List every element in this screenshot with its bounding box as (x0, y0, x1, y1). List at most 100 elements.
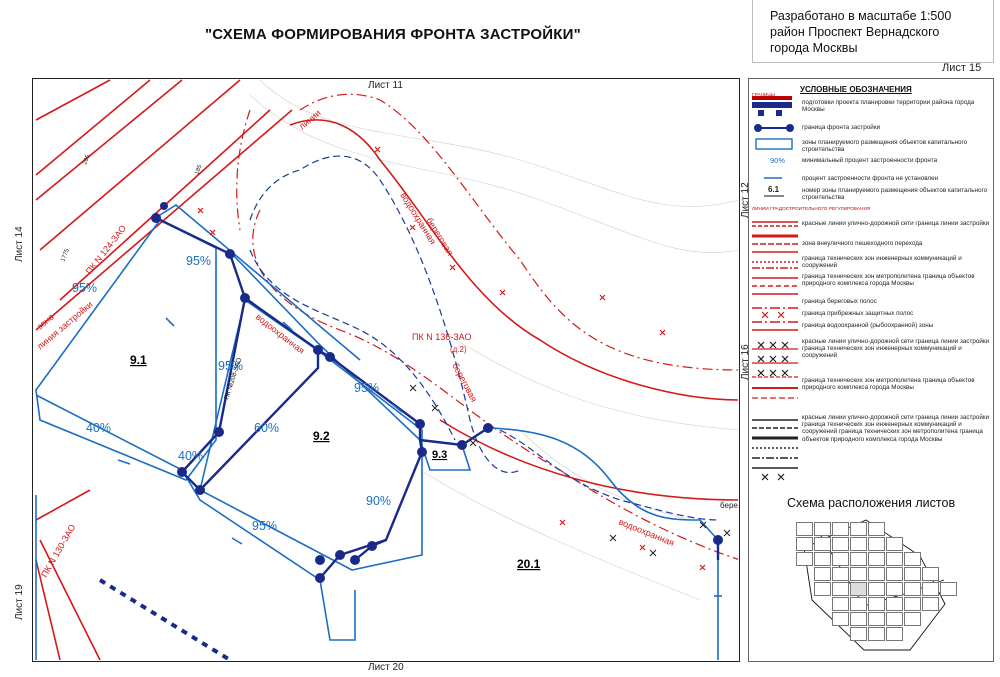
map-annotations: 9.1 9.2 9.3 20.1 95% 95% 95% 95% 95% 40%… (35, 108, 741, 579)
mini-sheet[interactable] (832, 522, 849, 536)
mini-sheet[interactable] (832, 612, 849, 626)
mini-sheet[interactable] (850, 612, 867, 626)
pct-60: 60% (254, 421, 279, 435)
mini-sheet[interactable] (832, 597, 849, 611)
mini-sheet[interactable] (940, 582, 957, 596)
cross-marks (409, 384, 731, 557)
legend-symbols (752, 96, 946, 651)
legend-item-pedestrian: зона внеуличного пешеходного перехода (802, 240, 923, 247)
legend-item-zone-number: номер зоны планируемого размещения объек… (802, 187, 988, 202)
mini-sheet[interactable] (922, 582, 939, 596)
mini-sheet[interactable] (886, 537, 903, 551)
scale-line-3: города Москвы (770, 41, 858, 55)
mini-sheet[interactable] (886, 552, 903, 566)
mini-sheet[interactable] (868, 537, 885, 551)
mini-sheet[interactable] (868, 522, 885, 536)
mini-sheet[interactable] (814, 522, 831, 536)
pct-95-b: 95% (186, 254, 211, 268)
mini-sheet[interactable] (832, 552, 849, 566)
page-title: "СХЕМА ФОРМИРОВАНИЯ ФРОНТА ЗАСТРОЙКИ" (205, 26, 581, 43)
zone-label-91: 9.1 (130, 353, 147, 367)
legend-item-red-lines: красные линии улично-дорожной сети грани… (802, 220, 990, 227)
sheet-bottom-label[interactable]: Лист 20 (368, 662, 404, 673)
legend-item-group-3: граница технических зон метрополитена гр… (802, 377, 975, 392)
legend-item-metro-nature: граница технических зон метрополитена гр… (802, 273, 975, 288)
mini-sheet[interactable] (814, 537, 831, 551)
zone-tick-marks (117, 317, 722, 597)
mini-sheet[interactable] (922, 597, 939, 611)
mini-sheet-current[interactable] (850, 582, 867, 596)
mini-sheet[interactable] (904, 597, 921, 611)
mini-sheet[interactable] (796, 537, 813, 551)
mini-sheet[interactable] (850, 567, 867, 581)
mini-sheet[interactable] (796, 522, 813, 536)
mini-sheet[interactable] (904, 612, 921, 626)
mini-sheet[interactable] (886, 627, 903, 641)
mini-sheet[interactable] (886, 567, 903, 581)
map-frame (32, 78, 740, 662)
mini-sheet[interactable] (868, 597, 885, 611)
mini-sheet[interactable] (886, 582, 903, 596)
mini-sheet[interactable] (796, 552, 813, 566)
zone-label-92: 9.2 (313, 429, 330, 443)
mini-sheet[interactable] (922, 567, 939, 581)
mini-sheet[interactable] (868, 612, 885, 626)
sheet-layout-title: Схема расположения листов (787, 496, 956, 510)
pct-90: 90% (366, 494, 391, 508)
mini-sheet[interactable] (814, 567, 831, 581)
legend-item-min-pct: минимальный процент застроенности фронта (802, 157, 938, 164)
legend-sub-lines: ЛИНИИ ГРАДОСТРОИТЕЛЬНОГО РЕГУЛИРОВАНИЯ (752, 206, 871, 211)
build-front-points[interactable] (151, 202, 723, 583)
pct-95-c: 95% (218, 359, 243, 373)
dim-label-2: 285 (82, 154, 92, 166)
legend-item-pct-none: процент застроенности фронта не установл… (802, 175, 939, 182)
legend-item-build-front: граница фронта застройки (802, 124, 881, 131)
legend-item-water-zone: граница водоохранной (рыбоохранной) зоны (802, 322, 934, 329)
mini-sheet[interactable] (850, 552, 867, 566)
red-lines-street (35, 79, 293, 660)
bottom-road-line (98, 578, 232, 660)
mini-sheet[interactable] (904, 567, 921, 581)
legend-item-tech-zones: граница технических зон инженерных комму… (802, 255, 962, 270)
mini-sheet[interactable] (832, 567, 849, 581)
legend-item-group-2: красные линии улично-дорожной сети грани… (802, 338, 990, 360)
mini-sheet[interactable] (850, 627, 867, 641)
legend-sub-boundaries: ГРАНИЦЫ (752, 92, 776, 97)
pct-40-a: 40% (86, 421, 111, 435)
mini-sheet[interactable] (814, 552, 831, 566)
mini-sheet[interactable] (886, 612, 903, 626)
legend-item-shore-strips: граница береговых полос (802, 298, 877, 305)
mini-sheet[interactable] (814, 582, 831, 596)
current-sheet-label: Лист 15 (942, 62, 982, 74)
mini-sheet[interactable] (868, 567, 885, 581)
mini-sheet[interactable] (868, 627, 885, 641)
mini-sheet[interactable] (868, 552, 885, 566)
legend-frame (748, 78, 994, 662)
legend-item-project-boundary: подготовки проекта планировки территории… (802, 99, 975, 114)
bereg-label-3: берег (720, 501, 741, 510)
mini-sheet[interactable] (904, 582, 921, 596)
dim-label-3: 1775 (60, 248, 71, 263)
mini-sheet[interactable] (904, 552, 921, 566)
scale-line-1: Разработано в масштабе 1:500 (770, 9, 952, 23)
legend-title: УСЛОВНЫЕ ОБОЗНАЧЕНИЯ (800, 85, 912, 94)
mini-sheet[interactable] (868, 582, 885, 596)
mini-sheet[interactable] (850, 537, 867, 551)
red-protection-lines (236, 93, 738, 560)
mini-sheet[interactable] (832, 582, 849, 596)
legend-pct-sample: 90% (770, 156, 786, 165)
legend-zone-sample: 6.1 (768, 185, 780, 194)
pct-40-b: 40% (178, 449, 203, 463)
blue-water-boundary (249, 155, 721, 521)
pct-95-a: 95% (72, 281, 97, 295)
mini-sheet[interactable] (832, 537, 849, 551)
mini-sheet[interactable] (886, 597, 903, 611)
vodo-label-2: водоохранная (254, 312, 307, 356)
zone-label-201: 20.1 (517, 557, 541, 571)
zone-label-93: 9.3 (432, 449, 447, 461)
red-x-marks (197, 146, 706, 571)
mini-sheet[interactable] (850, 522, 867, 536)
mini-sheet[interactable] (850, 597, 867, 611)
sheet-top-label[interactable]: Лист 11 (368, 80, 403, 91)
